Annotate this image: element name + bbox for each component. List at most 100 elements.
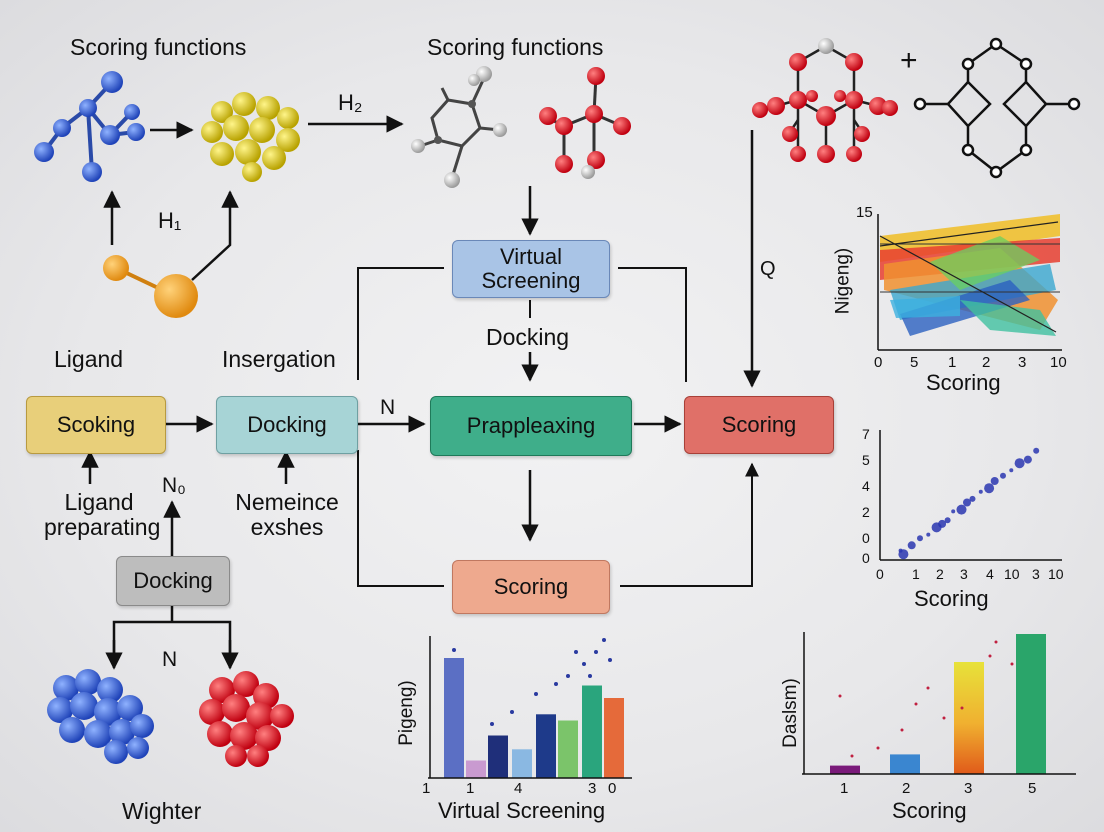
heatmap-band: [890, 296, 960, 318]
box-prappleaxing[interactable]: Prappleaxing: [430, 396, 632, 456]
heatmap-x-tick: 3: [1018, 354, 1027, 371]
label-nemeince-exshes: Nemeince exshes: [228, 490, 346, 540]
heatmap-band: [930, 236, 1040, 290]
scoring-bar: [1016, 634, 1046, 774]
scatter-point: [1023, 455, 1032, 464]
vs-x-ticks: 1 1 4 3 0: [420, 780, 630, 800]
scatter-point: [984, 483, 995, 494]
vs-x-tick: 1: [422, 780, 431, 797]
heatmap-bands: [880, 214, 1060, 336]
box-scoring-bottom[interactable]: Scoring: [452, 560, 610, 614]
vs-bar: [558, 720, 578, 778]
gray-ring-molecule: [411, 66, 507, 188]
scatter-x-tick: 3: [960, 566, 968, 582]
vs-ylabel: Pigeng): [395, 680, 417, 746]
scoring-bar: [830, 765, 860, 774]
label-n-arrow: N: [380, 396, 396, 419]
scatter-y-tick: 7: [862, 426, 870, 442]
connector-vs-to-scoring-top: [618, 267, 687, 382]
box-scoking[interactable]: Scoking: [26, 396, 166, 454]
scoring-xlabel: Scoring: [892, 798, 967, 823]
scatter-y-ticks: 7 5 4 2 0 0: [862, 426, 878, 566]
scatter-y-tick: 5: [862, 452, 870, 468]
scatter-x-tick: 10: [1048, 566, 1064, 582]
scoring-bar-chart: [802, 632, 1076, 775]
scoring-bar: [954, 662, 984, 774]
scatter-y-tick: 0: [862, 550, 870, 566]
line-structure-molecule: [913, 37, 1081, 179]
scatter-point: [956, 504, 967, 515]
blue-protein-cluster: [47, 669, 154, 764]
box-docking-main[interactable]: Docking: [216, 396, 358, 454]
scatter-x-tick: 10: [1004, 566, 1020, 582]
heatmap-ylabel: Nigeng): [832, 247, 854, 315]
vs-scatter-dots: [452, 638, 612, 726]
scatter-point: [1009, 468, 1014, 473]
label-q: Q: [760, 258, 776, 280]
label-h2: H₂: [338, 90, 363, 115]
box-virtual-screening[interactable]: Virtual Screening: [452, 240, 610, 298]
scatter-x-tick: 0: [876, 566, 884, 582]
heatmap-chart: [877, 214, 1062, 351]
scatter-y-tick: 4: [862, 478, 870, 494]
vs-x-tick: 0: [608, 780, 617, 797]
title-scoring-functions-mid: Scoring functions: [427, 34, 604, 60]
heatmap-x-ticks: 0 5 1 2 3 10: [866, 354, 1076, 374]
heatmap-y-tick-top: 15: [856, 204, 873, 221]
scoring-x-tick: 1: [840, 780, 849, 797]
heatmap-x-tick: 10: [1050, 354, 1067, 371]
label-n0: N₀: [162, 474, 186, 497]
scatter-point: [951, 509, 956, 514]
scoring-x-tick: 5: [1028, 780, 1037, 797]
box-scoring-main[interactable]: Scoring: [684, 396, 834, 454]
heatmap-band: [900, 280, 1030, 336]
scatter-point: [944, 517, 951, 524]
yellow-cluster: [201, 92, 300, 182]
vs-x-tick: 3: [588, 780, 597, 797]
scatter-chart: [879, 430, 1062, 561]
red-cage-molecule: [752, 38, 898, 163]
vs-bar: [444, 658, 464, 778]
vs-x-tick: 1: [466, 780, 475, 797]
box-docking-main-label: Docking: [247, 411, 327, 437]
nemeince-line1: Nemeince: [235, 489, 339, 515]
blue-molecule: [34, 71, 145, 182]
heatmap-trend-line: [879, 235, 1057, 333]
scatter-point: [1033, 447, 1040, 454]
connector-docking-up-to-vs: [357, 267, 444, 380]
scatter-point: [917, 535, 923, 542]
scatter-x-tick: 2: [936, 566, 944, 582]
box-scoring-main-label: Scoring: [721, 411, 797, 437]
label-insergation: Insergation: [222, 346, 336, 372]
label-h1: H₁: [158, 208, 182, 233]
vs-xlabel: Virtual Screening: [438, 798, 606, 823]
ligand-prep-line1: Ligand: [64, 489, 134, 515]
scatter-x-tick: 3: [1032, 566, 1040, 582]
orange-molecule: [103, 255, 198, 318]
label-ligand: Ligand: [54, 346, 124, 372]
vs-bar: [582, 685, 602, 778]
vs-line2: Screening: [481, 268, 581, 293]
scatter-point: [907, 541, 916, 550]
heatmap-x-tick: 5: [910, 354, 919, 371]
vs-bar: [512, 749, 532, 778]
red-protein-cluster: [199, 671, 294, 767]
connector-docking-down-to-scoring-bottom: [357, 450, 444, 587]
scoring-x-tick: 2: [902, 780, 911, 797]
scatter-y-tick: 2: [862, 504, 870, 520]
title-scoring-functions-left: Scoring functions: [70, 34, 247, 60]
vs-line1: Virtual: [500, 243, 562, 269]
scatter-point: [938, 519, 947, 528]
box-scoring-bottom-label: Scoring: [493, 573, 569, 599]
scatter-xlabel: Scoring: [914, 586, 989, 611]
vs-bar: [536, 714, 556, 779]
heatmap-band: [960, 300, 1056, 336]
box-docking-gray[interactable]: Docking: [116, 556, 230, 606]
box-scoking-label: Scoking: [56, 411, 136, 437]
scoring-x-ticks: 1 2 3 5: [800, 780, 1060, 800]
box-prappleaxing-label: Prappleaxing: [466, 412, 596, 438]
vs-bar: [466, 760, 486, 778]
label-wighter: Wighter: [122, 798, 202, 824]
vs-bar: [604, 698, 624, 778]
